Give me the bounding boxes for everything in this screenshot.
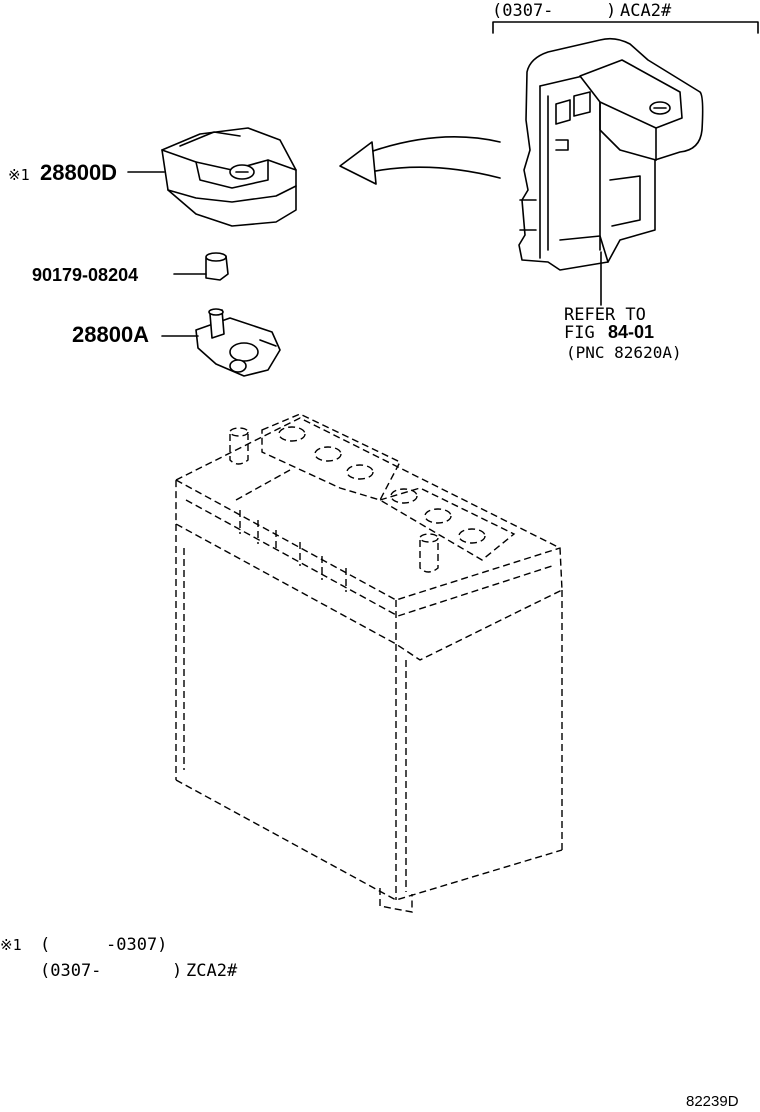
relay-block-drawing	[518, 37, 704, 271]
battery-drawing	[175, 413, 563, 913]
part-label-28800d: 28800D	[40, 160, 117, 185]
refer-pnc: (PNC 82620A)	[566, 343, 682, 362]
footnote-row2-model: ZCA2#	[186, 961, 238, 981]
refer-fig-number: 84-01	[608, 322, 654, 342]
header-range-open: (0307-	[492, 1, 553, 21]
terminal-cover-drawing	[161, 127, 297, 227]
cover-note-mark: ※1	[8, 166, 30, 184]
terminal-clamp-drawing	[195, 308, 281, 377]
footnote-row1-end: -0307)	[106, 935, 167, 955]
refer-fig-prefix: FIG	[564, 323, 595, 343]
header-model: ACA2#	[620, 1, 672, 21]
part-label-28800a: 28800A	[72, 322, 149, 347]
footnote-row2-close: )	[172, 961, 182, 981]
part-label-90179-08204: 90179-08204	[32, 265, 138, 285]
move-arrow	[339, 136, 501, 185]
nut-drawing	[205, 252, 229, 281]
diagram-id: 82239D	[686, 1093, 739, 1110]
refer-line1: REFER TO	[564, 305, 646, 325]
footnote-row2-start: (0307-	[40, 961, 101, 981]
footnote-mark: ※1	[0, 936, 22, 954]
footnote-row1-open: (	[40, 935, 50, 955]
header-bracket	[492, 21, 759, 34]
header-range-close: )	[606, 1, 616, 21]
